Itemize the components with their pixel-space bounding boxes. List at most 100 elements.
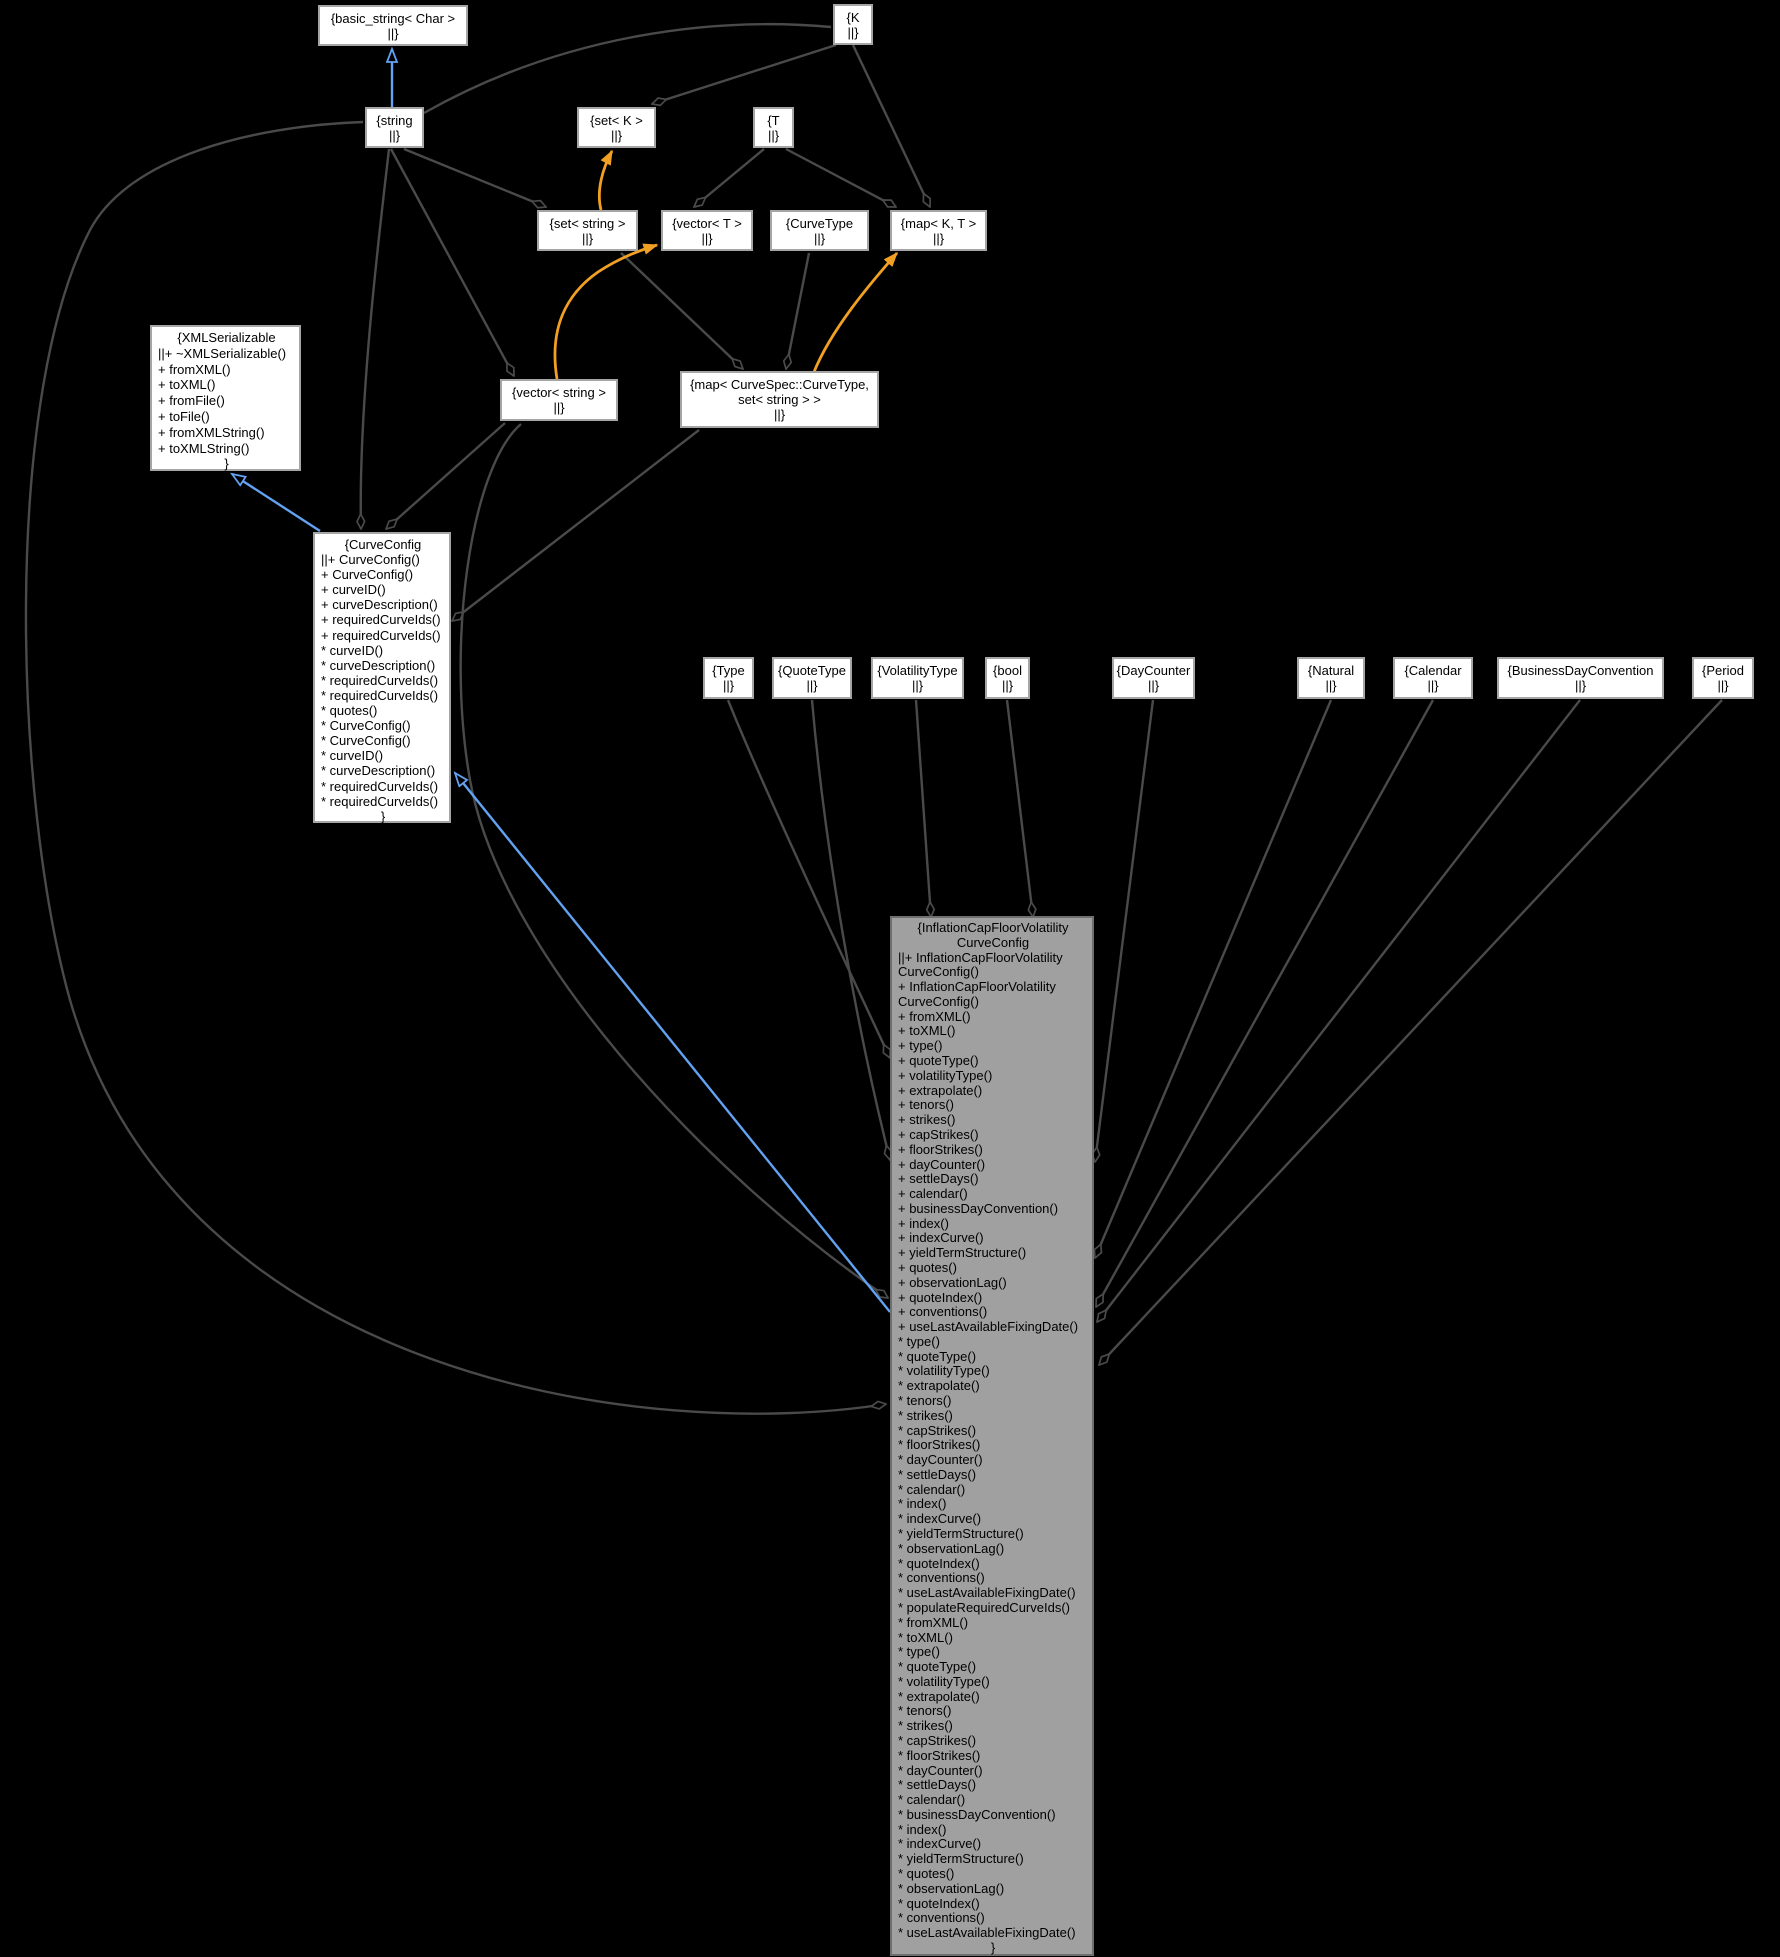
member-line: + settleDays() <box>898 1171 979 1187</box>
node-label: ||} <box>581 230 594 246</box>
edge-mapkt-t <box>785 147 896 209</box>
node-label: ||} <box>387 25 399 41</box>
member-line: * quoteType() <box>898 1348 977 1364</box>
node-label: {CurveType <box>785 215 854 231</box>
member-line: * dayCounter() <box>898 1452 983 1468</box>
node-string[interactable]: {string ||} <box>365 107 424 148</box>
node-bool[interactable]: {bool ||} <box>985 657 1030 699</box>
node-label: ||} <box>932 230 945 246</box>
node-map-k-t[interactable]: {map< K, T > ||} <box>890 210 987 251</box>
node-label: {Period <box>1702 663 1744 678</box>
member-line: + curveID() <box>321 582 386 598</box>
member-line: + conventions() <box>898 1304 988 1320</box>
node-natural[interactable]: {Natural ||} <box>1297 657 1365 699</box>
member-line: * observationLag() <box>898 1880 1005 1896</box>
template-setstring-setk <box>597 149 614 211</box>
member-line: * conventions() <box>898 1910 985 1926</box>
node-label: ||} <box>1325 678 1337 693</box>
node-k[interactable]: {K ||} <box>833 4 873 45</box>
member-line: + quotes() <box>898 1259 957 1275</box>
node-label: {vector< T > <box>672 215 742 231</box>
node-label: {set< K > <box>590 112 643 128</box>
node-label: {Calendar <box>1404 663 1462 678</box>
member-list: ||+ ~XMLSerializable()+ fromXML()+ toXML… <box>158 346 295 457</box>
node-day-counter[interactable]: {DayCounter ||} <box>1112 657 1195 699</box>
member-line: + fromXML() <box>158 361 231 377</box>
member-line: * strikes() <box>898 1407 953 1423</box>
member-line: + fromXML() <box>898 1008 971 1024</box>
member-line: ||+ InflationCapFloorVolatility <box>898 949 1063 965</box>
member-line: + extrapolate() <box>898 1082 983 1098</box>
node-vector-string[interactable]: {vector< string > ||} <box>500 379 618 421</box>
edge-curveconfig-mapcurvespec <box>452 429 700 621</box>
node-label: {bool <box>993 663 1022 678</box>
node-label: {basic_string< Char > <box>330 10 456 26</box>
node-xml-serializable[interactable]: {XMLSerializable ||+ ~XMLSerializable()+… <box>150 325 301 471</box>
member-line: + type() <box>898 1038 943 1054</box>
node-map-curvespec-curvetype-set-string[interactable]: {map< CurveSpec::CurveType, set< string … <box>680 371 879 428</box>
member-line: * useLastAvailableFixingDate() <box>898 1585 1076 1601</box>
member-line: * CurveConfig() <box>321 718 411 734</box>
member-line: * useLastAvailableFixingDate() <box>898 1925 1076 1941</box>
member-line: + quoteType() <box>898 1053 979 1069</box>
node-label: {vector< string > <box>512 385 606 400</box>
node-close-brace: } <box>380 808 386 824</box>
edge-mapcurvespec-curvetype <box>786 252 811 369</box>
edge-setk-k <box>652 43 837 104</box>
member-line: * type() <box>898 1333 940 1349</box>
node-vector-t[interactable]: {vector< T > ||} <box>661 210 753 251</box>
node-title: CurveConfig <box>956 934 1030 950</box>
node-volatility-type[interactable]: {VolatilityType ||} <box>871 657 964 699</box>
member-line: + toXML() <box>158 377 216 393</box>
node-t[interactable]: {T ||} <box>753 107 794 148</box>
node-type[interactable]: {Type ||} <box>703 657 754 699</box>
member-line: * indexCurve() <box>898 1511 982 1527</box>
node-label: {BusinessDayConvention <box>1507 663 1654 678</box>
node-calendar[interactable]: {Calendar ||} <box>1393 657 1473 699</box>
member-line: * index() <box>898 1496 947 1512</box>
member-line: * observationLag() <box>898 1540 1005 1556</box>
member-line: * toXML() <box>898 1629 953 1645</box>
edge-curveconfig-vectorstring <box>386 422 506 529</box>
edge-curveconfig-string <box>361 148 391 529</box>
node-period[interactable]: {Period ||} <box>1692 657 1754 699</box>
node-label: {K <box>846 9 860 25</box>
node-label: ||} <box>701 230 713 246</box>
node-title: {InflationCapFloorVolatility <box>917 920 1069 935</box>
member-line: + strikes() <box>898 1112 956 1128</box>
node-quote-type[interactable]: {QuoteType ||} <box>772 657 852 699</box>
node-inflation-capfloor-volatility-curve-config[interactable]: {InflationCapFloorVolatility CurveConfig… <box>890 916 1094 1956</box>
node-curve-type[interactable]: {CurveType ||} <box>770 210 869 251</box>
member-line: + volatilityType() <box>898 1067 993 1083</box>
member-line: + calendar() <box>898 1186 968 1202</box>
member-line: * capStrikes() <box>898 1422 977 1438</box>
node-curve-config[interactable]: {CurveConfig ||+ CurveConfig()+ CurveCon… <box>313 532 451 824</box>
member-line: * floorStrikes() <box>898 1437 981 1453</box>
node-label: ||} <box>847 24 859 40</box>
edge-vectorstring-string <box>389 148 516 376</box>
member-line: * calendar() <box>898 1481 966 1497</box>
node-set-string[interactable]: {set< string > ||} <box>537 210 638 251</box>
node-label: ||} <box>1147 678 1160 693</box>
member-line: + useLastAvailableFixingDate() <box>898 1319 1079 1335</box>
member-line: + fromXMLString() <box>158 424 265 440</box>
member-line: + quoteIndex() <box>898 1289 983 1305</box>
node-set-k[interactable]: {set< K > ||} <box>577 107 656 148</box>
member-line: * strikes() <box>898 1718 953 1734</box>
node-label: ||} <box>1001 678 1014 693</box>
member-line: * curveID() <box>321 642 384 658</box>
member-line: * CurveConfig() <box>321 733 411 749</box>
edge-vectort-t <box>694 148 765 207</box>
member-line: * conventions() <box>898 1570 985 1586</box>
node-label: ||} <box>767 127 780 143</box>
node-label: {VolatilityType <box>877 663 958 678</box>
node-basic-string[interactable]: {basic_string< Char > ||} <box>318 5 468 46</box>
node-business-day-convention[interactable]: {BusinessDayConvention ||} <box>1497 657 1664 699</box>
member-line: * type() <box>898 1644 940 1660</box>
member-line: * indexCurve() <box>898 1836 982 1852</box>
node-label: {map< CurveSpec::CurveType, <box>690 377 869 392</box>
member-line: * dayCounter() <box>898 1762 983 1778</box>
node-label: ||} <box>1717 678 1729 693</box>
